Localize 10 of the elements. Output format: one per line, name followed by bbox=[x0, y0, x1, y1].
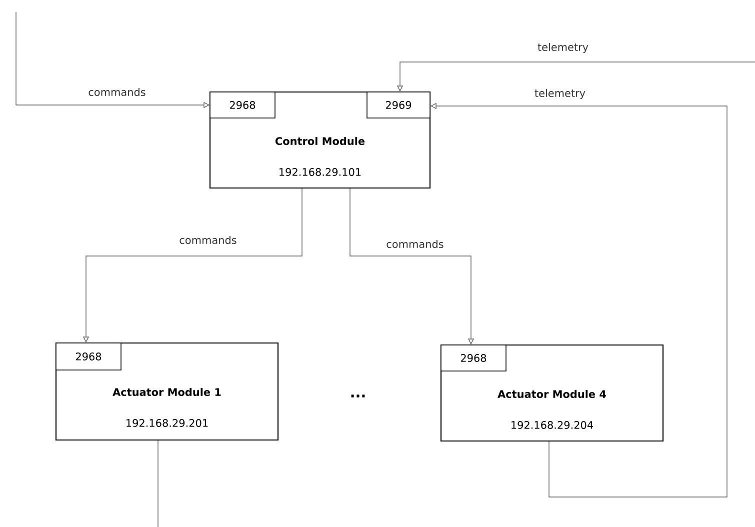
edge-label: commands bbox=[385, 238, 445, 250]
port-box: 2968 bbox=[440, 344, 506, 372]
edge-label: telemetry bbox=[533, 88, 587, 100]
edge-label: commands bbox=[87, 86, 147, 98]
edge-label: commands bbox=[178, 234, 238, 246]
port-box: 2968 bbox=[56, 342, 122, 370]
port-box: 2969 bbox=[366, 92, 430, 118]
ellipsis: ... bbox=[351, 394, 365, 398]
port-box: 2968 bbox=[210, 92, 276, 118]
edge-label: telemetry bbox=[536, 42, 590, 54]
